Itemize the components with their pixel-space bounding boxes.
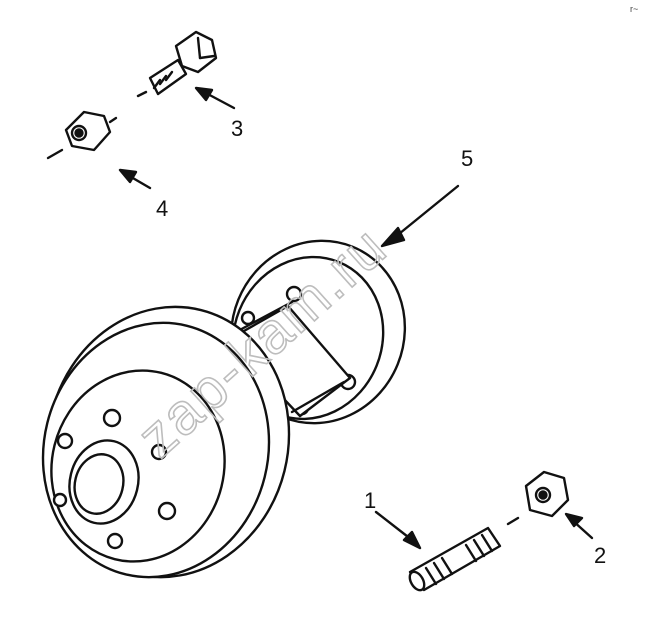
callout-1: 1 — [364, 488, 376, 513]
callout-3: 3 — [231, 116, 243, 141]
callout-2: 2 — [594, 543, 606, 568]
callout-5: 5 — [461, 146, 473, 171]
nut-part-lower — [524, 470, 594, 540]
coupling-assembly — [41, 184, 460, 579]
callout-5-leader — [380, 184, 460, 248]
bolt-part — [136, 30, 236, 110]
corner-mark: r~ — [630, 4, 638, 14]
callout-4: 4 — [156, 196, 168, 221]
front-flange — [41, 305, 291, 579]
stud-part — [374, 510, 520, 592]
nut-part-upper — [46, 110, 152, 190]
